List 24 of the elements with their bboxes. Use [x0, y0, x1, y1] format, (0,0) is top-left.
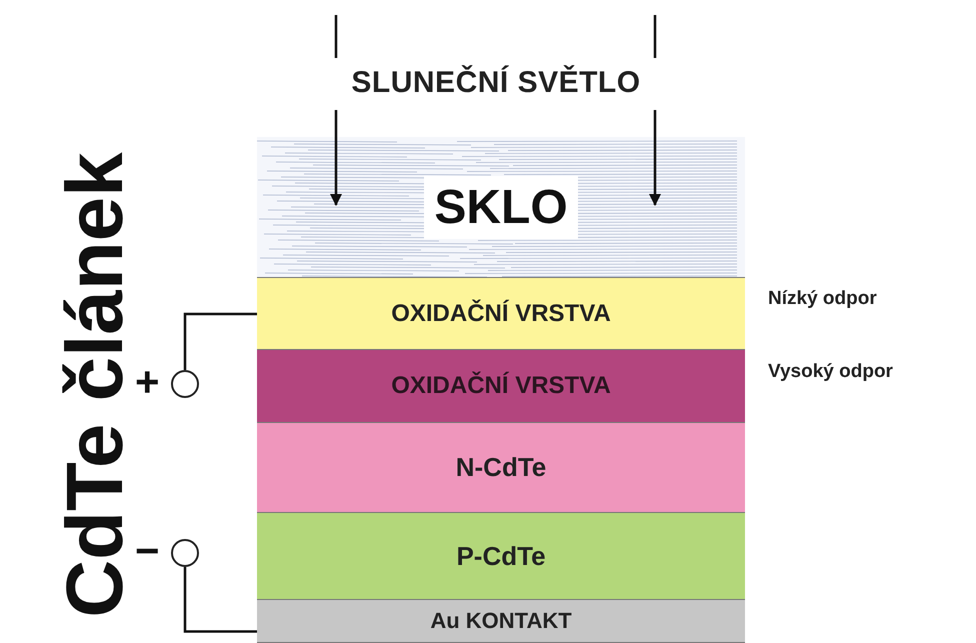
layer-label: N-CdTe [456, 452, 546, 483]
material-layer [257, 350, 745, 423]
light-label: SLUNEČNÍ SVĚTLO [306, 66, 686, 100]
material-layer [257, 600, 745, 643]
wire-line [334, 15, 338, 58]
wire-line [184, 567, 257, 633]
wire-line [654, 15, 656, 58]
material-layer [257, 423, 745, 513]
layer-label: P-CdTe [456, 540, 546, 572]
layer-label: OXIDAČNÍ VRSTVA [391, 300, 611, 328]
arrow [649, 110, 661, 206]
terminal-circle [171, 539, 199, 567]
arrow [330, 110, 342, 206]
layer-note: Nízký odpor [768, 288, 877, 310]
layer-label: Au KONTAKT [430, 608, 572, 634]
wire-line [184, 312, 257, 370]
layer-label: SKLO [424, 176, 578, 238]
layer-label: OXIDAČNÍ VRSTVA [391, 372, 611, 400]
polarity-sign: + [135, 361, 160, 403]
material-layer [257, 278, 745, 350]
layer-note: Vysoký odpor [768, 360, 893, 382]
material-layer [257, 513, 745, 600]
polarity-sign: − [135, 530, 160, 572]
terminal-circle [171, 370, 199, 398]
